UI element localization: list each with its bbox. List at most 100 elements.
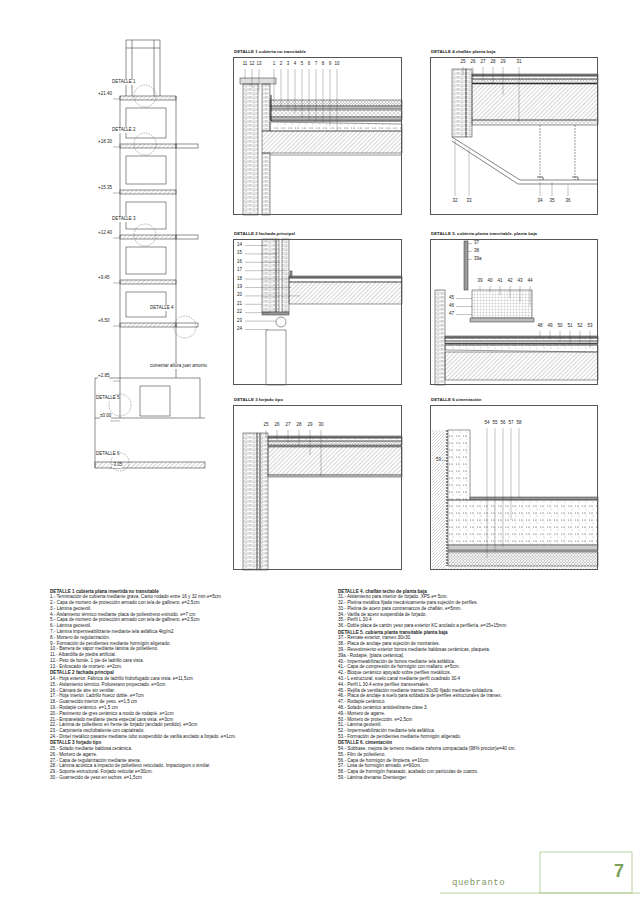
note-item: 6.- Lámina geotextil.: [50, 623, 315, 629]
acoustic-sheet: [268, 446, 402, 447]
callout-number: 18: [237, 277, 242, 282]
note-item: 33.- Pletina de acero para contramarcos …: [338, 606, 594, 612]
slab: [120, 96, 176, 100]
insulation: [257, 433, 260, 570]
page-number: 7: [614, 862, 624, 880]
earth: [432, 430, 446, 570]
level-mark: +15.35: [98, 186, 112, 191]
callout-number: 10: [334, 62, 339, 67]
note-item: 59.- Lámina drenante Drentenger.: [338, 775, 594, 781]
note-item: 23.- Carpintería oscilobatiente con capi…: [50, 728, 315, 734]
skirting: [290, 271, 292, 276]
foundation-detail: [432, 428, 598, 570]
detail-circle: [134, 85, 156, 107]
basement-slab: [95, 462, 205, 468]
note-item: 10.- Barrera de vapor mediante lámina de…: [50, 646, 315, 652]
note-item: 39a.- Rodapié, [plaza cerámica].: [338, 653, 594, 659]
inner-leaf: [262, 153, 270, 215]
facade-line: [120, 96, 176, 418]
drain-sheet: [447, 430, 448, 566]
note-item: 58.- Capa de hormigón fratasado, acabado…: [338, 769, 594, 775]
roller-box: [276, 317, 286, 327]
callout-number: 9: [329, 62, 332, 67]
callout-number: 55: [492, 421, 497, 426]
note-item: 20.- Pavimento de gres cerámico a modo d…: [50, 711, 315, 717]
level-mark: -3.05: [112, 463, 122, 468]
terrace-detail: [435, 241, 598, 385]
callout-number: 22: [237, 310, 242, 315]
chamfer-detail: [452, 67, 598, 196]
insulation: [270, 110, 402, 117]
callout-number: 35: [549, 199, 554, 204]
note-item: 31.- Aislamiento para interior de forjad…: [338, 594, 594, 600]
note-item: 7.- Lámina impermeabilizante mediante te…: [50, 629, 315, 635]
note-item: 22.- Lámina de polietileno en frente de …: [50, 722, 315, 728]
callout-number: 31: [516, 60, 521, 65]
callout-number: 45: [449, 296, 454, 301]
note-item: 48.- Solado cerámico antideslizante clas…: [338, 705, 594, 711]
callout-number: 38: [474, 249, 479, 254]
callout-number: 8: [322, 62, 325, 67]
note-item: 2.- Capa de mortero de protección armado…: [50, 600, 315, 606]
note-item: 1.- Terminación de cubierta mediante gra…: [50, 594, 315, 600]
callout-number: 42: [507, 279, 512, 284]
detail-title: DETALLE 1 cubierta no transitable: [233, 50, 307, 54]
note-item: 52.- Impermeabilización mediante tela as…: [338, 728, 594, 734]
callout-number: 26: [274, 423, 279, 428]
balcony: [176, 323, 198, 327]
note-item: 45.- Rejilla de ventilación mediante tra…: [338, 688, 594, 694]
level-ticks: [110, 99, 120, 468]
note-item: 34.- Varilla de acero suspendida de forj…: [338, 612, 594, 618]
leader-lines: [266, 430, 321, 476]
level-mark: +21.40: [98, 92, 112, 97]
callout-number: 5: [301, 62, 304, 67]
protection-mortar: [445, 341, 598, 344]
callout-number: 12: [249, 62, 254, 67]
brand-name: quebranto: [452, 879, 505, 888]
notes-heading: DETALLE 2 fachada principal: [50, 670, 315, 676]
callout-number: 17: [237, 268, 242, 273]
railing-post: [464, 241, 468, 290]
notes-heading: DETALLE 6. cimentación: [338, 740, 594, 746]
tramex-grating: [472, 290, 532, 318]
note-item: 38.- Placa de anclaje para sujeción de m…: [338, 641, 594, 647]
concrete-wall: [448, 430, 470, 500]
slab: [120, 190, 176, 194]
callout-number: 20: [237, 293, 242, 298]
note-item: 43.- L estructural, suelo canal mediante…: [338, 676, 594, 682]
slab: [445, 352, 598, 380]
inner-leaf: [262, 84, 270, 131]
mortar: [445, 338, 598, 341]
facade-section: [95, 40, 205, 471]
floor-finish: [470, 497, 598, 500]
note-item: 32.- Pletina metálica fijada mecánicamen…: [338, 600, 594, 606]
callout-number: 32: [452, 199, 457, 204]
detail-frame: DETALLE 4 chaflán planta baja: [430, 57, 598, 215]
detail-frame: DETALLE 3 forjado tipo: [233, 405, 402, 570]
note-item: 15.- Aislamiento térmico. Poliuretano pr…: [50, 682, 315, 688]
lintel: [262, 312, 289, 315]
callout-number: 19: [237, 285, 242, 290]
callout-number: 56: [500, 421, 505, 426]
notes-column: DETALLE 1 cubierta plana invertida no tr…: [50, 588, 315, 781]
notes-heading: DETALLE 3 forjado tipo: [50, 740, 315, 746]
detail-ref: DETALLE 2: [112, 128, 135, 133]
callout-number: 28: [296, 423, 301, 428]
chamfer-board: [452, 137, 598, 184]
blinding-concrete: [448, 545, 598, 550]
ground-floor: [95, 378, 205, 468]
note-item: 26.- Mortero de agarre.: [50, 752, 315, 758]
callout-number: 7: [315, 62, 318, 67]
mortar: [472, 76, 598, 79]
note-item: 4.- Aislamiento térmico mediante placa d…: [50, 612, 315, 618]
balcony: [176, 235, 198, 239]
callout-number: 59: [436, 458, 441, 463]
callout-number: 23: [237, 319, 242, 324]
note-item: 53.- Formación de pendientes mediante ho…: [338, 734, 594, 740]
notes-heading: DETALLE 4. chaflán techo de planta baja: [338, 589, 594, 595]
callout-number: 44: [527, 279, 532, 284]
callout-number: 4: [294, 62, 297, 67]
mortar: [289, 278, 402, 282]
callout-number: 37: [474, 241, 479, 246]
note-item: 27.- Capa de regularización mediante are…: [50, 758, 315, 764]
